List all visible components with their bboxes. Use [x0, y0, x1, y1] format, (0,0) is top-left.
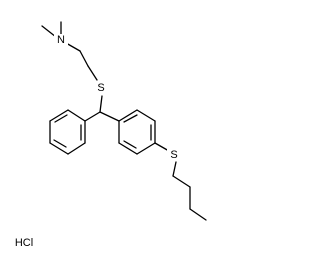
salt-label: HCl	[15, 237, 33, 249]
bond	[172, 161, 177, 177]
bond	[136, 109, 156, 122]
atom-label-sulfur-aryl: S	[167, 148, 180, 161]
bond	[67, 109, 86, 122]
bond	[118, 142, 138, 155]
bond	[79, 50, 89, 67]
bond-lines	[41, 21, 207, 221]
nitrogen-symbol: N	[57, 34, 65, 46]
bond	[123, 140, 137, 149]
bond	[123, 114, 138, 123]
structure-diagram: N S S HCl	[15, 21, 207, 249]
bond	[84, 111, 101, 122]
bond	[67, 142, 86, 155]
bond	[49, 142, 69, 155]
bond	[49, 109, 69, 122]
bond	[65, 42, 81, 52]
atom-label-nitrogen: N	[54, 34, 68, 46]
bond	[99, 95, 103, 113]
sulfur-symbol: S	[170, 149, 177, 161]
bond	[136, 142, 156, 155]
bond	[53, 139, 67, 148]
bond	[54, 114, 68, 123]
sulfur-symbol: S	[97, 82, 104, 94]
bond	[99, 111, 120, 122]
bond	[87, 65, 98, 81]
bond	[118, 109, 138, 122]
bond	[154, 142, 170, 152]
bond	[189, 208, 207, 221]
atom-label-sulfur-top: S	[94, 81, 107, 94]
bond	[172, 175, 191, 188]
bond	[41, 25, 57, 38]
